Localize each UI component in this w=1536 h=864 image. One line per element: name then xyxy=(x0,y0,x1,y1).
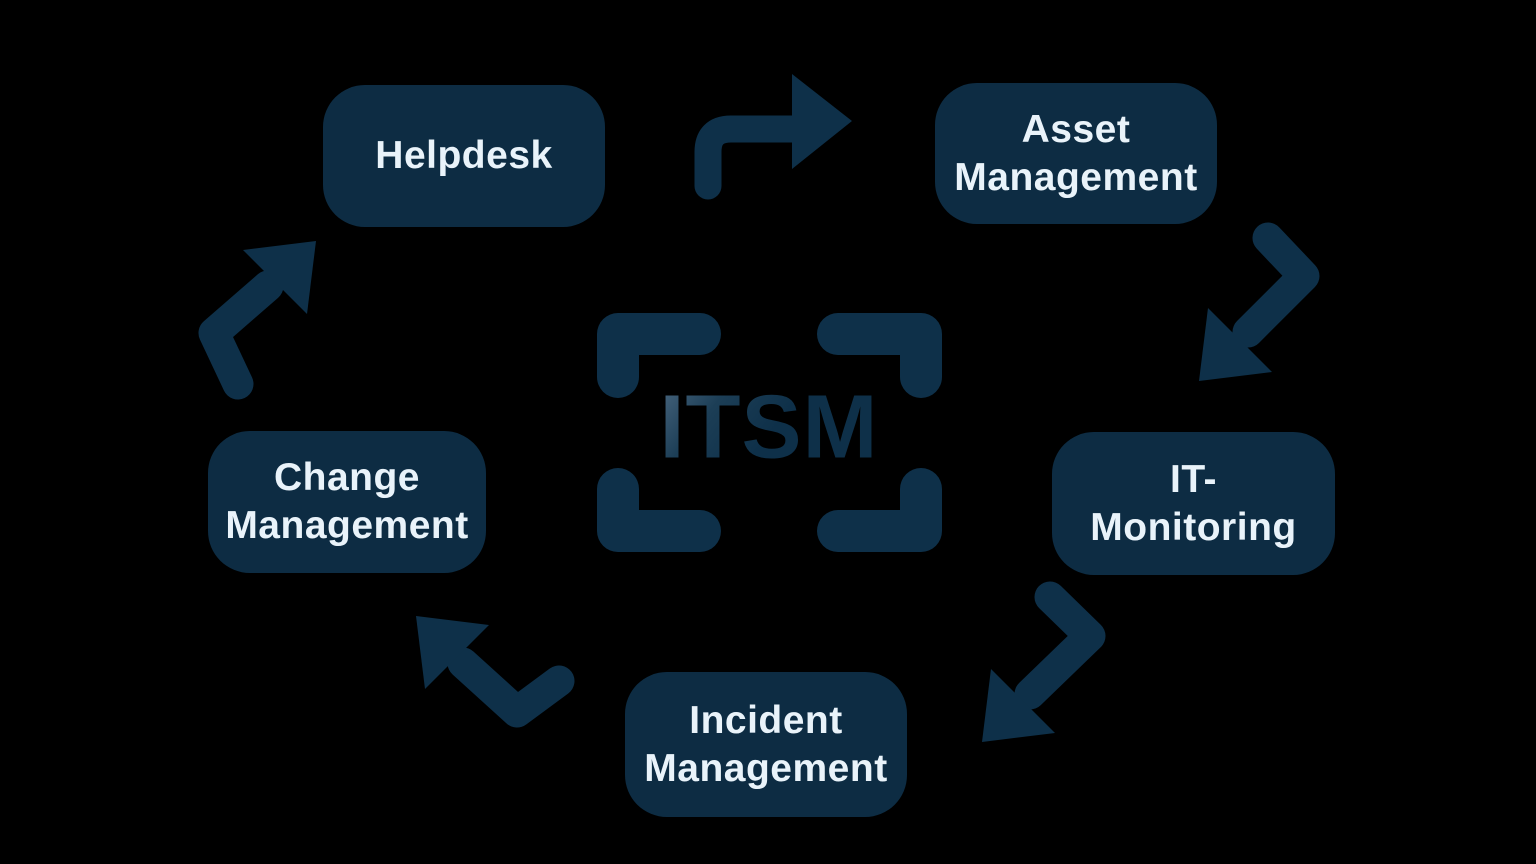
arrow-change-management-to-helpdesk-head xyxy=(243,241,316,314)
arrow-incident-management-to-change-management-head xyxy=(416,616,489,689)
arrow-change-management-to-helpdesk-shaft xyxy=(198,270,284,400)
arrow-it-monitoring-to-incident-management-shaft xyxy=(1014,581,1106,710)
node-incident-management-label: Incident Management xyxy=(644,698,888,790)
arrow-it-monitoring-to-incident-management-head xyxy=(982,669,1055,742)
center-frame-brackets xyxy=(597,313,942,552)
center-title: ITSM xyxy=(659,377,879,478)
bracket-bottom-right xyxy=(817,468,942,552)
bracket-top-left xyxy=(597,313,721,398)
node-asset-management: Asset Management xyxy=(935,83,1217,224)
arrow-helpdesk-to-asset-management xyxy=(694,74,852,200)
node-it-monitoring-label: IT-Monitoring xyxy=(1090,457,1297,549)
arrow-asset-management-to-it-monitoring-shaft xyxy=(1232,222,1320,348)
node-helpdesk-label: Helpdesk xyxy=(375,134,553,178)
arrow-it-monitoring-to-incident-management xyxy=(982,581,1106,742)
arrow-incident-management-to-change-management-shaft xyxy=(447,647,575,728)
node-asset-management-label: Asset Management xyxy=(954,107,1198,199)
node-change-management: Change Management xyxy=(208,431,486,573)
arrow-change-management-to-helpdesk xyxy=(198,241,316,400)
node-incident-management: Incident Management xyxy=(625,672,907,817)
bracket-bottom-left xyxy=(597,468,721,552)
arrow-helpdesk-to-asset-management-shaft xyxy=(694,115,810,200)
arrow-helpdesk-to-asset-management-head xyxy=(792,74,852,169)
node-it-monitoring: IT-Monitoring xyxy=(1052,432,1335,575)
node-helpdesk: Helpdesk xyxy=(323,85,605,227)
bracket-top-right xyxy=(817,313,942,398)
arrow-asset-management-to-it-monitoring-head xyxy=(1199,308,1272,381)
node-change-management-label: Change Management xyxy=(225,456,469,547)
arrow-incident-management-to-change-management xyxy=(416,616,575,728)
arrow-asset-management-to-it-monitoring xyxy=(1199,222,1320,381)
